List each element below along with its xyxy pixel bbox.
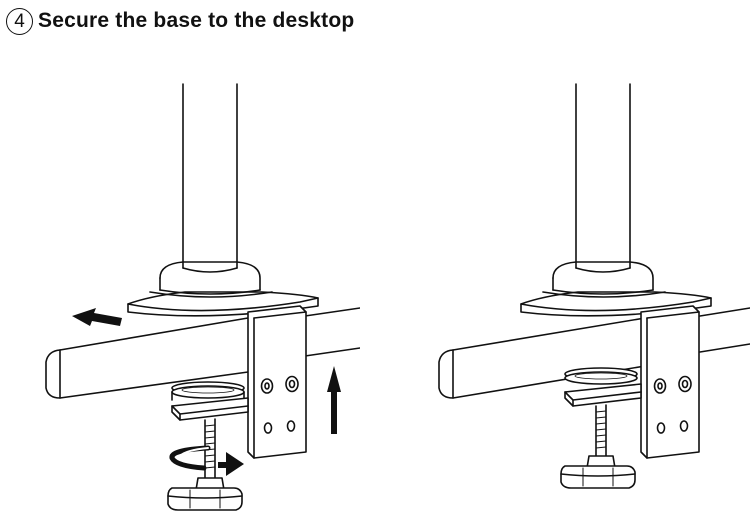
clamp-jaw	[564, 367, 642, 407]
step-number-badge: 4	[6, 7, 33, 35]
rotate-knob-arrow	[169, 445, 244, 476]
clamp-loosened-illustration	[45, 83, 360, 511]
tightening-knob	[560, 455, 636, 489]
desk-edge	[438, 307, 750, 399]
clamp-tightened-illustration	[438, 83, 750, 489]
clamp-jaw	[171, 381, 249, 421]
step-title: Secure the base to the desktop	[38, 9, 355, 32]
desk-edge	[45, 307, 360, 399]
tightening-knob	[167, 477, 243, 511]
step-header: 4 Secure the base to the desktop	[6, 5, 354, 37]
step-number: 4	[14, 10, 25, 32]
push-left-arrow	[72, 308, 122, 326]
raise-up-arrow	[327, 366, 341, 434]
threaded-rod	[595, 404, 607, 459]
clamp-bracket	[247, 305, 307, 459]
clamp-bracket	[640, 305, 700, 459]
pole	[182, 83, 238, 273]
pole	[575, 83, 631, 273]
